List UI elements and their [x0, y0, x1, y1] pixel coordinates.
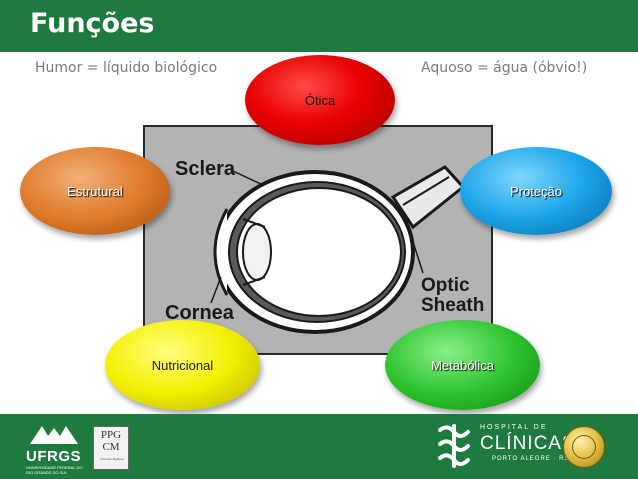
hospital-line3: PORTO ALEGRE · RS: [492, 456, 570, 462]
ufrgs-emblem-icon: [30, 426, 78, 444]
optic-leader: [406, 222, 424, 274]
optic-nerve-line: [402, 176, 450, 206]
function-nutricional: Nutricional: [105, 320, 260, 410]
lens-shape: [242, 223, 272, 281]
optic-label-line1: Optic: [421, 275, 470, 296]
ppgcm-logo: PPG CM Ciências Médicas: [93, 426, 129, 470]
optic-label-line2: Sheath: [421, 295, 484, 316]
iris-lower: [242, 276, 266, 286]
function-otica: Ótica: [245, 55, 395, 145]
function-metabolica: Metabólica: [385, 320, 540, 410]
function-nutricional-label: Nutricional: [151, 357, 214, 373]
eye-illustration: Sclera Cornea Optic Sheath: [165, 158, 484, 334]
sclera-label: Sclera: [175, 158, 236, 180]
iris-upper: [242, 218, 266, 228]
ufrgs-name: UFRGS: [26, 448, 81, 465]
retina-shape: [236, 187, 402, 317]
sclera-leader: [232, 170, 264, 186]
footer-bar: UFRGS UNIVERSIDADE FEDERAL DO RIO GRANDE…: [0, 414, 638, 479]
cornea-leader: [210, 276, 222, 304]
ufrgs-logo: UFRGS UNIVERSIDADE FEDERAL DO RIO GRANDE…: [22, 422, 86, 476]
eye-diagram: Sclera Cornea Optic Sheath: [143, 125, 493, 355]
ppgcm-bottom: CM: [102, 441, 120, 453]
left-note: Humor = líquido biológico: [35, 60, 218, 76]
slide-title: Funções: [30, 8, 155, 39]
function-estrutural: Estrutural: [20, 147, 170, 235]
right-note: Aquoso = água (óbvio!): [421, 60, 588, 76]
cornea-label: Cornea: [165, 302, 235, 324]
ppgcm-top: PPG: [100, 429, 122, 441]
accreditation-seal-icon: [563, 426, 605, 468]
function-protecao-label: Proteção: [509, 183, 563, 199]
function-estrutural-label: Estrutural: [67, 183, 123, 199]
function-metabolica-label: Metabólica: [431, 357, 494, 373]
header-bar: Funções: [0, 0, 638, 52]
hospital-line2: CLÍNICAS: [480, 433, 576, 454]
ppgcm-subtitle: Ciências Médicas: [100, 457, 124, 461]
hospital-logo: HOSPITAL DE CLÍNICAS PORTO ALEGRE · RS: [432, 420, 575, 476]
function-protecao: Proteção: [460, 147, 612, 235]
hospital-cross-icon: [438, 424, 470, 468]
hospital-line1: HOSPITAL DE: [480, 424, 548, 431]
cornea-shape: [213, 208, 229, 296]
function-otica-label: Ótica: [304, 92, 336, 108]
ufrgs-subtitle: UNIVERSIDADE FEDERAL DO RIO GRANDE DO SU…: [26, 465, 83, 475]
seal-inner-ring: [572, 435, 596, 459]
